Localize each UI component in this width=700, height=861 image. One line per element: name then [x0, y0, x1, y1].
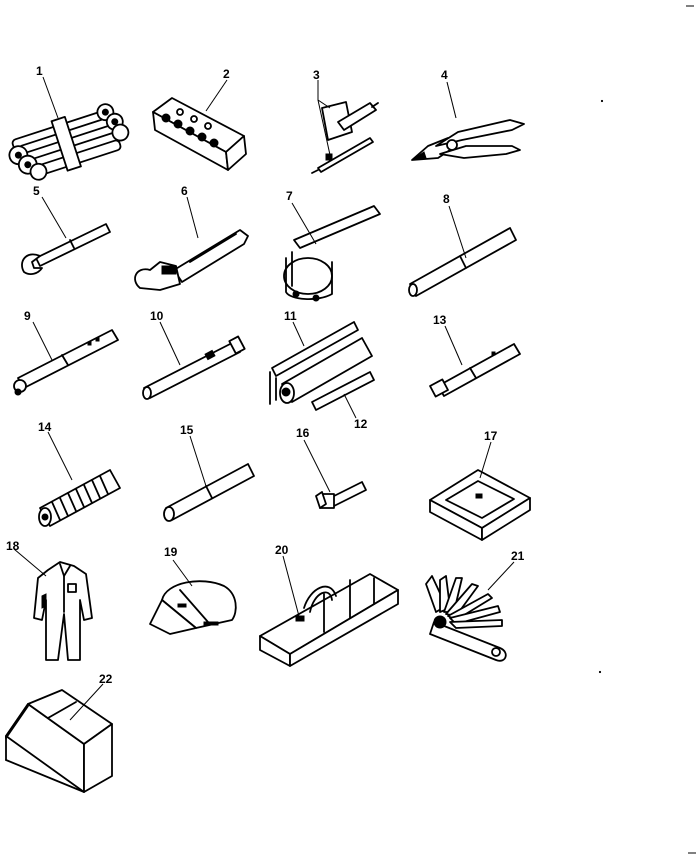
tool-bag-icon	[259, 573, 399, 667]
feeler-gauge-icon	[425, 575, 507, 662]
tool-box-icon	[5, 689, 113, 793]
bar-icon	[408, 227, 517, 297]
label-22: 22	[99, 672, 113, 686]
adjustable-wrench-icon	[134, 229, 249, 291]
open-end-wrench-icon	[21, 223, 111, 275]
label-12: 12	[354, 417, 368, 431]
cap-icon	[149, 580, 237, 635]
label-21: 21	[511, 549, 525, 563]
grease-gun-icon	[269, 321, 373, 405]
label-9: 9	[24, 309, 31, 323]
coverall-icon	[33, 561, 93, 661]
label-20: 20	[275, 543, 289, 557]
filter-wrench-icon	[283, 205, 381, 302]
label-3: 3	[313, 68, 320, 82]
adapter-bar-icon	[429, 343, 521, 398]
label-2: 2	[223, 67, 230, 81]
hose-icon	[38, 469, 121, 527]
label-13: 13	[433, 313, 447, 327]
label-15: 15	[180, 423, 194, 437]
label-7: 7	[286, 189, 293, 203]
label-19: 19	[164, 545, 178, 559]
socket-case-icon	[152, 97, 247, 171]
label-10: 10	[150, 309, 164, 323]
label-11: 11	[284, 309, 297, 323]
label-16: 16	[296, 426, 310, 440]
screwdriver-icon	[311, 101, 379, 174]
socket-bar-icon	[142, 335, 246, 400]
label-1: 1	[36, 64, 43, 78]
pliers-icon	[411, 119, 525, 161]
label-8: 8	[443, 192, 450, 206]
label-14: 14	[38, 420, 52, 434]
label-5: 5	[33, 184, 40, 198]
label-6: 6	[181, 184, 188, 198]
label-17: 17	[484, 429, 498, 443]
extension-bar-icon	[13, 329, 119, 396]
label-4: 4	[441, 68, 448, 82]
wrench-set-icon	[8, 103, 130, 181]
fitting-icon	[315, 481, 367, 509]
case-icon	[429, 469, 531, 541]
nozzle-icon	[311, 371, 375, 411]
pipe-icon	[163, 463, 255, 522]
label-18: 18	[6, 539, 20, 553]
